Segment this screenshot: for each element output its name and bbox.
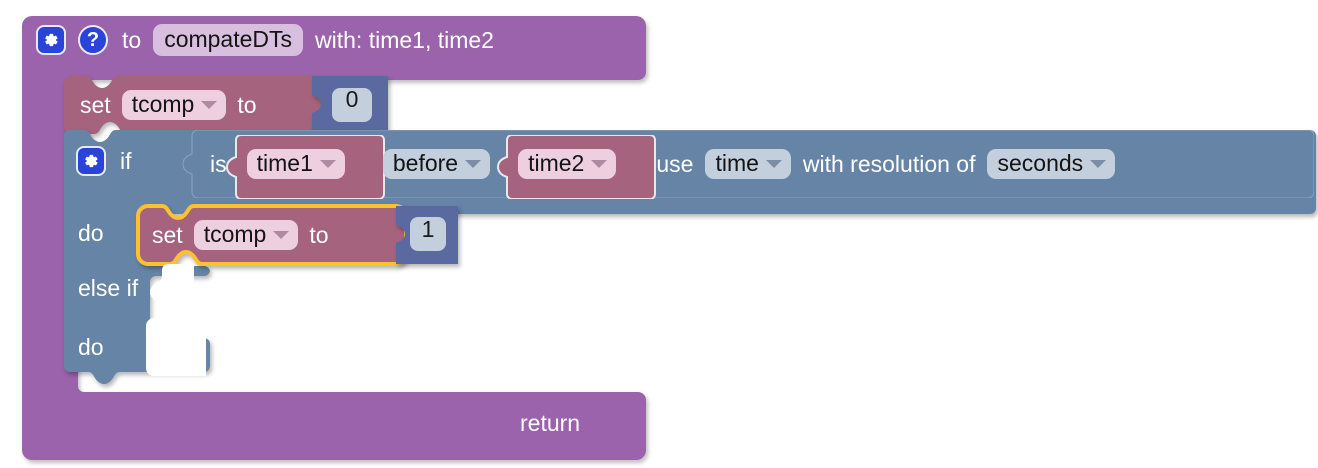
- variable-dropdown-label: tcomp: [131, 91, 195, 117]
- gear-icon[interactable]: [76, 146, 106, 176]
- chevron-down-icon: [273, 230, 290, 239]
- number-block-one[interactable]: [396, 206, 458, 264]
- chevron-down-icon: [319, 159, 336, 168]
- condition-row: is time1 before time2: [210, 135, 1116, 199]
- if-label: if: [120, 147, 132, 174]
- variable-field-time1: time1: [246, 149, 345, 179]
- resolution-label: with resolution of: [802, 150, 976, 177]
- return-label: return: [520, 409, 581, 436]
- else-if-value-socket[interactable]: [146, 262, 194, 318]
- do2-statement-socket[interactable]: [146, 318, 206, 376]
- variable-label-time2: time2: [528, 150, 585, 176]
- set-label: set: [152, 221, 183, 248]
- procedure-header-row: ? to compateDTs with: time1, time2: [36, 24, 494, 56]
- comparator-dropdown[interactable]: before: [382, 149, 491, 179]
- if-row: if: [76, 144, 132, 178]
- is-label: is: [210, 150, 227, 177]
- comparator-label: before: [392, 150, 459, 176]
- variable-getter-time1[interactable]: time1: [225, 135, 385, 199]
- chevron-down-icon: [1090, 159, 1107, 168]
- to-label: to: [237, 91, 257, 118]
- variable-getter-time2[interactable]: time2: [497, 135, 657, 199]
- help-icon[interactable]: ?: [78, 25, 108, 55]
- variable-dropdown-tcomp[interactable]: tcomp: [121, 90, 227, 120]
- procedure-return-row: return: [520, 408, 580, 438]
- else-if-label: else if: [78, 275, 139, 301]
- procedure-name-field[interactable]: compateDTs: [153, 24, 304, 56]
- chevron-down-icon: [591, 159, 608, 168]
- number-block-zero[interactable]: [312, 76, 388, 134]
- use-value-label: time: [715, 150, 759, 176]
- set-label: set: [80, 91, 111, 118]
- chevron-down-icon: [765, 159, 782, 168]
- return-value-socket[interactable]: [618, 398, 648, 450]
- procedure-definition-block[interactable]: [14, 12, 654, 460]
- gear-icon[interactable]: [36, 25, 66, 55]
- procedure-params-label: with: time1, time2: [315, 26, 494, 53]
- variable-dropdown-label: tcomp: [203, 221, 267, 247]
- use-value-dropdown[interactable]: time: [705, 149, 791, 179]
- number-field-zero[interactable]: 0: [345, 86, 359, 112]
- variable-label-time1: time1: [256, 150, 313, 176]
- resolution-label-value: seconds: [997, 150, 1084, 176]
- set-variable-row-one: set tcomp to: [152, 219, 329, 251]
- chevron-down-icon: [465, 159, 482, 168]
- do2-label: do: [78, 334, 104, 360]
- use-label: use: [656, 150, 694, 177]
- set-variable-row-zero: set tcomp to: [80, 89, 257, 121]
- variable-dropdown-tcomp-one[interactable]: tcomp: [193, 220, 299, 250]
- do-label: do: [78, 220, 104, 246]
- number-field-one[interactable]: 1: [421, 216, 435, 242]
- to-label: to: [122, 26, 142, 53]
- chevron-down-icon: [201, 100, 218, 109]
- to-label: to: [309, 221, 329, 248]
- resolution-dropdown[interactable]: seconds: [987, 149, 1116, 179]
- variable-field-time2: time2: [518, 149, 617, 179]
